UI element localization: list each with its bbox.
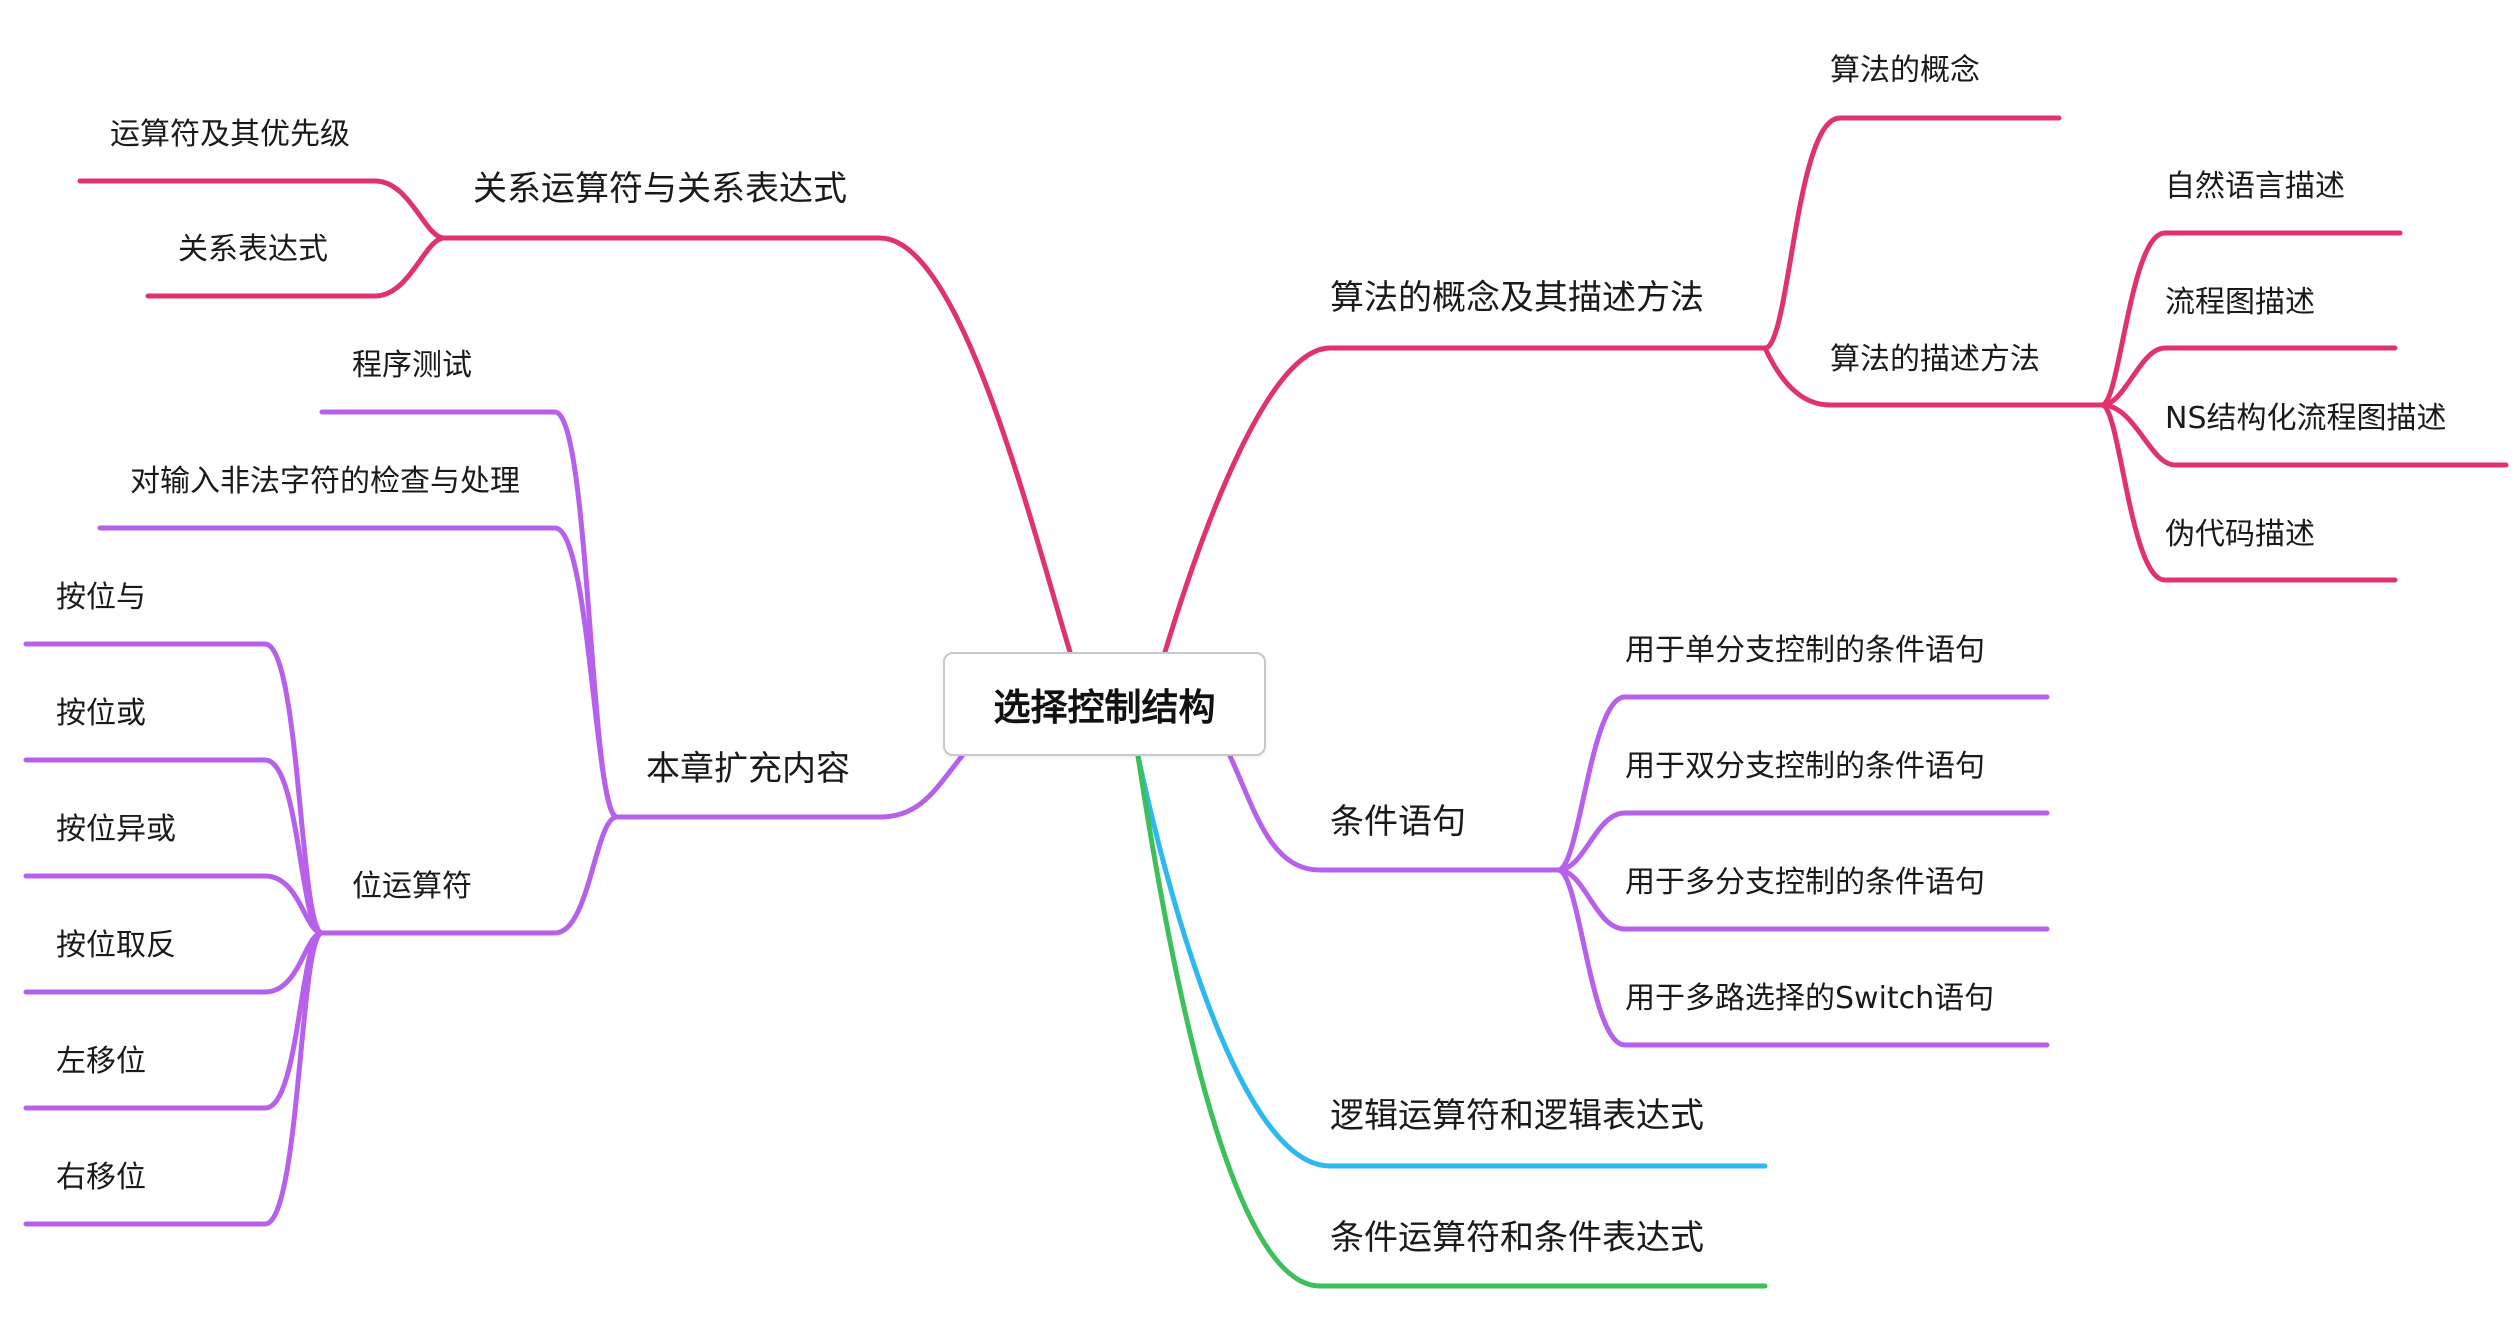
conditional-multi-branch[interactable]: 用于多分支控制的条件语句 xyxy=(1625,865,1985,900)
topic-algorithm[interactable]: 算法的概念及其描述方法 xyxy=(1330,278,1704,318)
bitwise-not[interactable]: 按位取反 xyxy=(56,928,176,963)
ternary-branch-lines xyxy=(1135,753,1768,1289)
extension-illegal-input-check[interactable]: 对输入非法字符的检查与处理 xyxy=(130,464,520,499)
topic-extension[interactable]: 本章扩充内容 xyxy=(646,749,850,789)
subtopic-algorithm-methods[interactable]: 算法的描述方法 xyxy=(1830,342,2040,377)
conditional-branch-lines xyxy=(1227,694,2050,1048)
central-topic[interactable]: 选择控制结构 xyxy=(943,652,1266,756)
conditional-single-branch[interactable]: 用于单分支控制的条件语句 xyxy=(1625,633,1985,668)
bitwise-right-shift[interactable]: 右移位 xyxy=(56,1160,146,1195)
bitwise-left-shift[interactable]: 左移位 xyxy=(56,1044,146,1079)
conditional-double-branch[interactable]: 用于双分支控制的条件语句 xyxy=(1625,749,1985,784)
relational-branch-lines xyxy=(77,178,1073,655)
subtopic-algorithm-concept[interactable]: 算法的概念 xyxy=(1830,53,1980,88)
method-natural-language[interactable]: 自然语言描述 xyxy=(2165,169,2345,204)
topic-ternary[interactable]: 条件运算符和条件表达式 xyxy=(1330,1218,1704,1258)
bitwise-xor[interactable]: 按位异或 xyxy=(56,812,176,847)
topic-logical[interactable]: 逻辑运算符和逻辑表达式 xyxy=(1330,1096,1704,1136)
topic-relational[interactable]: 关系运算符与关系表达式 xyxy=(473,169,847,209)
relational-operator-precedence[interactable]: 运算符及其优先级 xyxy=(110,117,350,152)
conditional-switch[interactable]: 用于多路选择的Switch语句 xyxy=(1625,981,1995,1016)
bitwise-and[interactable]: 按位与 xyxy=(56,580,146,615)
method-pseudocode[interactable]: 伪代码描述 xyxy=(2165,517,2315,552)
logical-branch-lines xyxy=(1135,753,1768,1169)
bitwise-or[interactable]: 按位或 xyxy=(56,696,146,731)
extension-branch-lines xyxy=(23,409,965,1227)
topic-conditional[interactable]: 条件语句 xyxy=(1330,802,1466,842)
method-ns-flowchart[interactable]: NS结构化流程图描述 xyxy=(2165,401,2447,436)
subtopic-bitwise[interactable]: 位运算符 xyxy=(352,869,472,904)
extension-program-testing[interactable]: 程序测试 xyxy=(352,348,472,383)
method-flowchart[interactable]: 流程图描述 xyxy=(2165,285,2315,320)
algorithm-branch-lines xyxy=(1162,115,2509,655)
relational-expression[interactable]: 关系表达式 xyxy=(178,232,328,267)
